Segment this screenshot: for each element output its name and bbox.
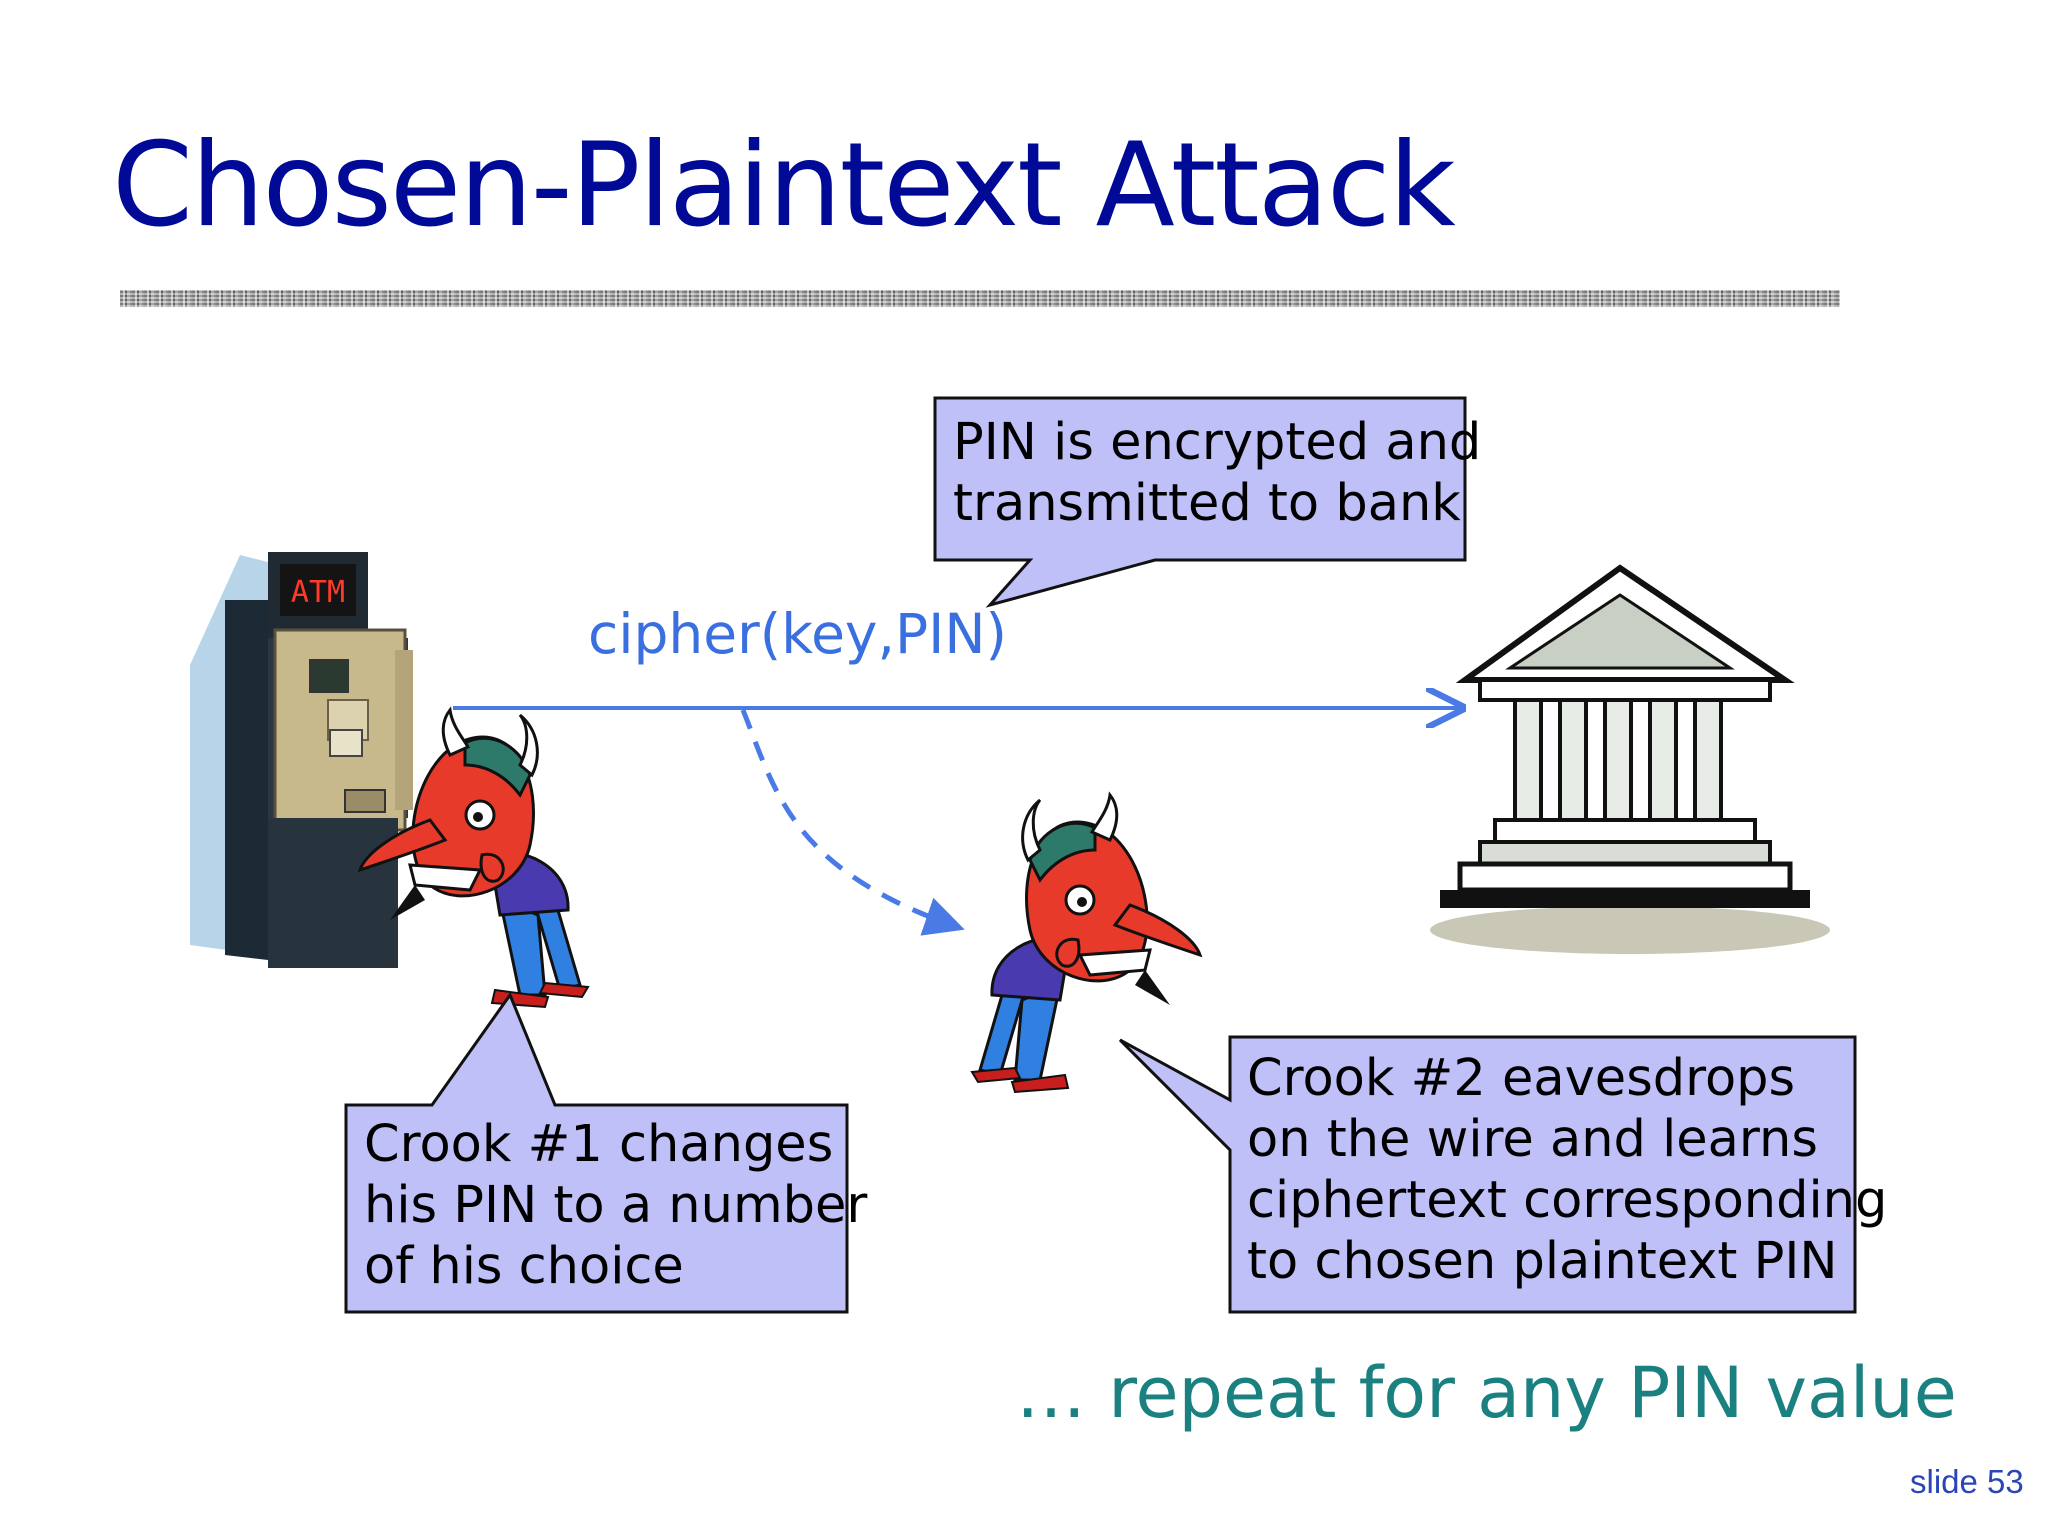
title-divider xyxy=(120,290,1840,307)
atm-machine-icon: ATM xyxy=(190,552,413,968)
slide-title: Chosen-Plaintext Attack xyxy=(112,118,1456,253)
cipher-label: cipher(key,PIN) xyxy=(588,602,1007,666)
footer-note: … repeat for any PIN value xyxy=(1016,1352,1957,1434)
callout-bubble-encrypted xyxy=(933,396,1467,608)
devil-crook-icon xyxy=(970,791,1203,1094)
bank-building-icon xyxy=(1430,564,1830,954)
callout-crook2-text: Crook #2 eavesdrops on the wire and lear… xyxy=(1247,1049,1888,1291)
callout-crook1-text: Crook #1 changes his PIN to a number of … xyxy=(364,1115,868,1296)
devil-crook-icon xyxy=(357,706,590,1009)
callout-bubble-crook1 xyxy=(344,991,849,1314)
slide-number: slide 53 xyxy=(1910,1463,2024,1500)
atm-sign-text: ATM xyxy=(291,575,345,610)
callout-encrypted-text: PIN is encrypted and transmitted to bank xyxy=(953,413,1482,533)
eavesdrop-arrow xyxy=(740,709,965,936)
callout-bubble-crook2 xyxy=(1118,1035,1857,1314)
